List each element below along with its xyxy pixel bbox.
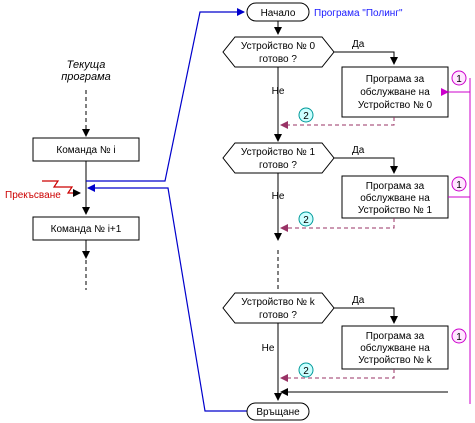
marker-1-circle bbox=[451, 176, 467, 192]
decision-0-line2: готово ? bbox=[259, 54, 297, 65]
marker-2-circle bbox=[298, 107, 314, 123]
service-1-line2: обслужване на bbox=[360, 192, 430, 204]
marker-1-circle bbox=[451, 328, 467, 344]
decision-0-line1: Устройство № 0 bbox=[241, 41, 316, 52]
marker-1-text: 1 bbox=[456, 74, 462, 85]
yes-arrow-1 bbox=[334, 157, 398, 174]
yes-label-1: Да bbox=[352, 145, 365, 156]
return-terminator bbox=[246, 402, 310, 421]
decision-1-line1: Устройство № 1 bbox=[241, 147, 316, 158]
marker-1-circle bbox=[451, 70, 467, 86]
service-box-0 bbox=[341, 66, 449, 118]
dashed-return-1 bbox=[280, 218, 395, 232]
interrupt-zigzag-arrow bbox=[42, 180, 81, 197]
command-i-text: Команда № i bbox=[56, 145, 115, 156]
service-box-k bbox=[341, 325, 449, 370]
return-to-program-line bbox=[87, 184, 247, 412]
decision-k-line1: Устройство № k bbox=[241, 297, 316, 308]
service-0-line2: обслужване на bbox=[360, 86, 430, 98]
dashed-return-k bbox=[280, 369, 395, 382]
service-box-1 bbox=[341, 175, 449, 219]
service-k-line3: Устройство № k bbox=[358, 355, 433, 366]
marker-2-circle bbox=[298, 211, 314, 227]
service-1-line3: Устройство № 1 bbox=[358, 205, 433, 216]
service-0-line3: Устройство № 0 bbox=[358, 100, 433, 111]
marker-2-text: 2 bbox=[303, 111, 309, 122]
command-i1-text: Команда № i+1 bbox=[51, 224, 122, 235]
yes-arrow-k bbox=[334, 307, 398, 324]
decision-device-k bbox=[222, 292, 335, 324]
yes-label-0: Да bbox=[352, 39, 365, 50]
start-text: Начало bbox=[261, 8, 296, 19]
decision-1-line2: готово ? bbox=[259, 160, 297, 171]
service-k-line2: обслужване на bbox=[360, 342, 430, 354]
yes-arrow-0 bbox=[334, 51, 398, 65]
current-program-label-2: програма bbox=[61, 71, 111, 83]
marker-1-text: 1 bbox=[456, 332, 462, 343]
jump-to-polling-line bbox=[86, 8, 245, 182]
service-k-line1: Програма за bbox=[366, 331, 425, 342]
marker-1-text: 1 bbox=[456, 180, 462, 191]
service-0-line1: Програма за bbox=[366, 74, 425, 85]
marker-2-text: 2 bbox=[303, 215, 309, 226]
decision-device-0 bbox=[222, 36, 335, 68]
interrupt-label: Прекъсване bbox=[5, 190, 61, 201]
yes-label-k: Да bbox=[352, 295, 365, 306]
service-1-line1: Програма за bbox=[366, 181, 425, 192]
no-label-k: Не bbox=[262, 343, 275, 354]
program-title: Програма "Полинг" bbox=[314, 8, 403, 19]
marker-2-circle bbox=[298, 362, 314, 378]
dashed-return-0 bbox=[280, 117, 395, 129]
return-text: Връщане bbox=[256, 407, 300, 418]
decision-k-line2: готово ? bbox=[259, 310, 297, 321]
current-program-label-1: Текуща bbox=[67, 59, 106, 71]
marker-2-text: 2 bbox=[303, 366, 309, 377]
decision-device-1 bbox=[222, 142, 335, 174]
